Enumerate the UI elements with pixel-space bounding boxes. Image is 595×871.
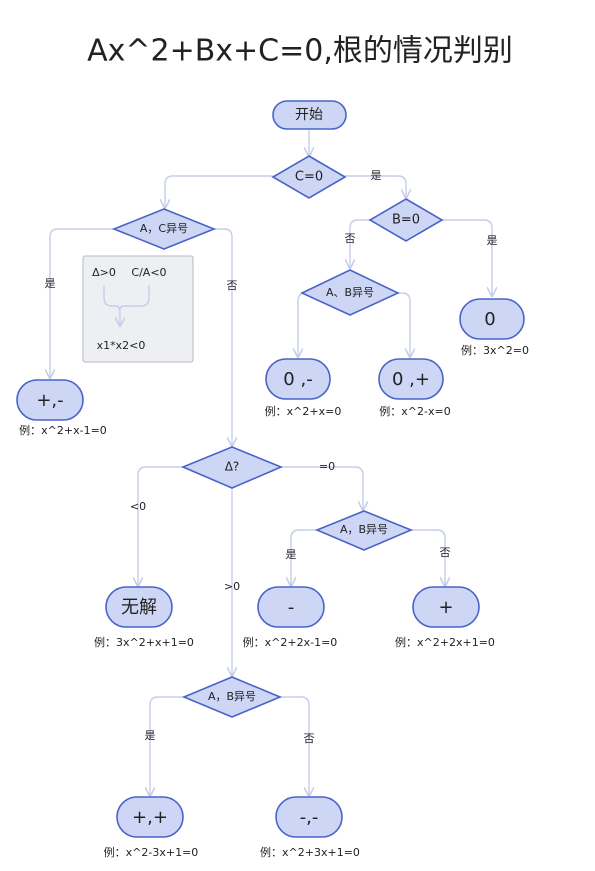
svg-text:+,+: +,+ xyxy=(132,807,168,828)
edge-label-ab3-yes: 是 xyxy=(145,729,156,742)
edge-label-ab2-no: 否 xyxy=(440,546,451,559)
edge-c-no xyxy=(165,175,273,208)
svg-text:Δ?: Δ? xyxy=(225,460,240,474)
edge-ab3-no xyxy=(279,696,309,796)
edge-label-d-gt0: >0 xyxy=(224,580,240,593)
example-neg-neg: 例：x^2+3x+1=0 xyxy=(260,845,360,859)
edge-label-ab2-yes: 是 xyxy=(286,548,297,561)
edge-ab2-yes xyxy=(291,529,317,586)
edge-labels: 是 否 是 是 否 <0 =0 >0 是 否 是 否 xyxy=(45,169,498,745)
svg-text:无解: 无解 xyxy=(121,597,157,618)
svg-text:开始: 开始 xyxy=(295,107,323,123)
svg-text:A，B异号: A，B异号 xyxy=(340,523,388,536)
decision-ab-opposite-2: A，B异号 xyxy=(314,510,414,551)
decision-b-eq-0: B=0 xyxy=(368,198,444,242)
example-pos-pos: 例：x^2-3x+1=0 xyxy=(104,845,199,859)
svg-text:C=0: C=0 xyxy=(295,170,323,185)
edge-label-b-yes: 是 xyxy=(487,234,498,247)
note-delta-pos: Δ>0 xyxy=(92,266,116,279)
node-start: 开始 xyxy=(272,100,347,130)
svg-text:-,-: -,- xyxy=(300,807,319,828)
svg-text:A，C异号: A，C异号 xyxy=(140,222,188,235)
example-no-solution: 例：3x^2+x+1=0 xyxy=(94,635,194,649)
edge-ac-yes xyxy=(50,228,114,378)
edge-d-eq0 xyxy=(281,466,363,510)
result-zero: 0 xyxy=(459,298,525,340)
edge-label-b-no: 否 xyxy=(345,232,356,245)
diagram-title: Ax^2+Bx+C=0,根的情况判别 xyxy=(87,34,513,69)
edge-b-no xyxy=(350,219,370,268)
edge-ab1-left xyxy=(298,292,307,357)
result-pos: + xyxy=(412,586,480,628)
edge-d-lt0 xyxy=(138,466,183,586)
result-pos-neg: +,- xyxy=(16,379,84,421)
result-pos-pos: +,+ xyxy=(116,796,184,838)
edge-label-c-yes: 是 xyxy=(371,169,382,182)
svg-text:0: 0 xyxy=(484,309,495,330)
svg-text:A、B异号: A、B异号 xyxy=(326,286,374,299)
examples: 例：3x^2=0 例：x^2+x=0 例：x^2-x=0 例：x^2+x-1=0… xyxy=(19,343,529,859)
svg-text:-: - xyxy=(288,597,295,618)
edge-c-yes xyxy=(344,175,406,198)
edge-label-ac-yes: 是 xyxy=(45,277,56,290)
edge-ab2-no xyxy=(411,529,445,586)
example-pos: 例：x^2+2x+1=0 xyxy=(395,635,495,649)
svg-text:+: + xyxy=(438,597,453,618)
decision-ac-opposite: A，C异号 xyxy=(111,208,217,250)
note-box: Δ>0 C/A<0 x1*x2<0 xyxy=(82,255,194,363)
edge-label-d-lt0: <0 xyxy=(130,500,146,513)
decision-ab-opposite-1: A、B异号 xyxy=(300,269,400,316)
result-no-solution: 无解 xyxy=(105,586,173,628)
example-neg: 例：x^2+2x-1=0 xyxy=(243,635,338,649)
decision-ab-opposite-3: A，B异号 xyxy=(181,676,283,718)
edge-b-yes xyxy=(442,219,492,296)
result-neg: - xyxy=(257,586,325,628)
edge-ab1-right xyxy=(398,292,410,357)
svg-text:0 ,+: 0 ,+ xyxy=(392,369,430,390)
edge-label-ab3-no: 否 xyxy=(304,732,315,745)
decision-c-eq-0: C=0 xyxy=(271,155,347,199)
example-zero-neg: 例：x^2+x=0 xyxy=(265,404,342,418)
edge-ab3-yes xyxy=(150,696,184,796)
edge-label-d-eq0: =0 xyxy=(319,460,335,473)
result-zero-neg: 0 ,- xyxy=(265,358,331,400)
example-pos-neg: 例：x^2+x-1=0 xyxy=(19,423,107,437)
note-product: x1*x2<0 xyxy=(97,339,146,352)
svg-text:B=0: B=0 xyxy=(392,213,420,228)
example-zero-pos: 例：x^2-x=0 xyxy=(379,404,450,418)
example-zero: 例：3x^2=0 xyxy=(461,343,529,357)
edge-label-ac-no: 否 xyxy=(227,279,238,292)
svg-text:0 ,-: 0 ,- xyxy=(283,369,312,390)
result-zero-pos: 0 ,+ xyxy=(378,358,444,400)
decision-delta: Δ? xyxy=(180,446,284,489)
result-neg-neg: -,- xyxy=(275,796,343,838)
note-c-over-a: C/A<0 xyxy=(131,266,166,279)
svg-text:A，B异号: A，B异号 xyxy=(208,690,256,703)
svg-text:+,-: +,- xyxy=(36,390,63,411)
edge-ac-no xyxy=(214,228,232,446)
